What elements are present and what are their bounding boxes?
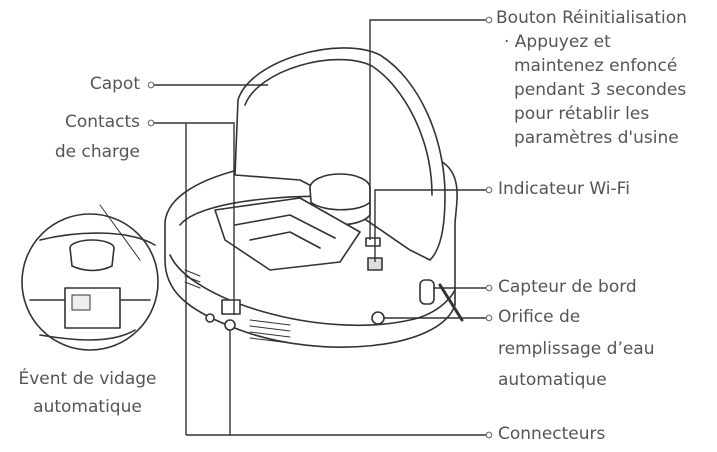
water-port — [371, 311, 385, 325]
vent-grid — [184, 269, 291, 344]
label-water-3: automatique — [498, 370, 607, 390]
label-vent-1: Évent de vidage — [18, 369, 157, 389]
robot-body-side — [169, 254, 456, 327]
edge-sensor — [419, 279, 435, 305]
connector-block — [221, 299, 241, 315]
label-reset-note-5: paramètres d'usine — [514, 128, 679, 148]
label-water-2: remplissage d’eau — [498, 339, 655, 359]
label-reset-button: Bouton Réinitialisation — [496, 8, 687, 28]
label-contacts-2: de charge — [54, 142, 140, 162]
label-reset-note-4: pour rétablir les — [514, 104, 650, 124]
label-water-1: Orifice de — [498, 307, 581, 327]
leader-wifi — [374, 189, 487, 262]
bin-plate — [214, 197, 361, 271]
leader-lines — [154, 19, 487, 436]
label-contacts-1: Contacts — [65, 112, 140, 132]
label-vent-2: automatique — [33, 397, 142, 417]
zoom-inset — [21, 213, 159, 351]
leader-reset — [369, 19, 487, 240]
label-capot: Capot — [89, 74, 140, 94]
leader-dots — [147, 16, 493, 439]
label-reset-note-3: pendant 3 secondes — [514, 80, 687, 100]
leader-contacts — [154, 122, 235, 315]
label-wifi: Indicateur Wi-Fi — [498, 179, 630, 199]
reset-button — [365, 237, 381, 247]
label-reset-note-2: maintenez enfoncé — [514, 56, 678, 76]
label-reset-note-1: · Appuyez et — [504, 32, 611, 52]
label-connectors: Connecteurs — [498, 424, 606, 444]
label-edge-sensor: Capteur de bord — [498, 277, 637, 297]
lid — [234, 47, 446, 261]
